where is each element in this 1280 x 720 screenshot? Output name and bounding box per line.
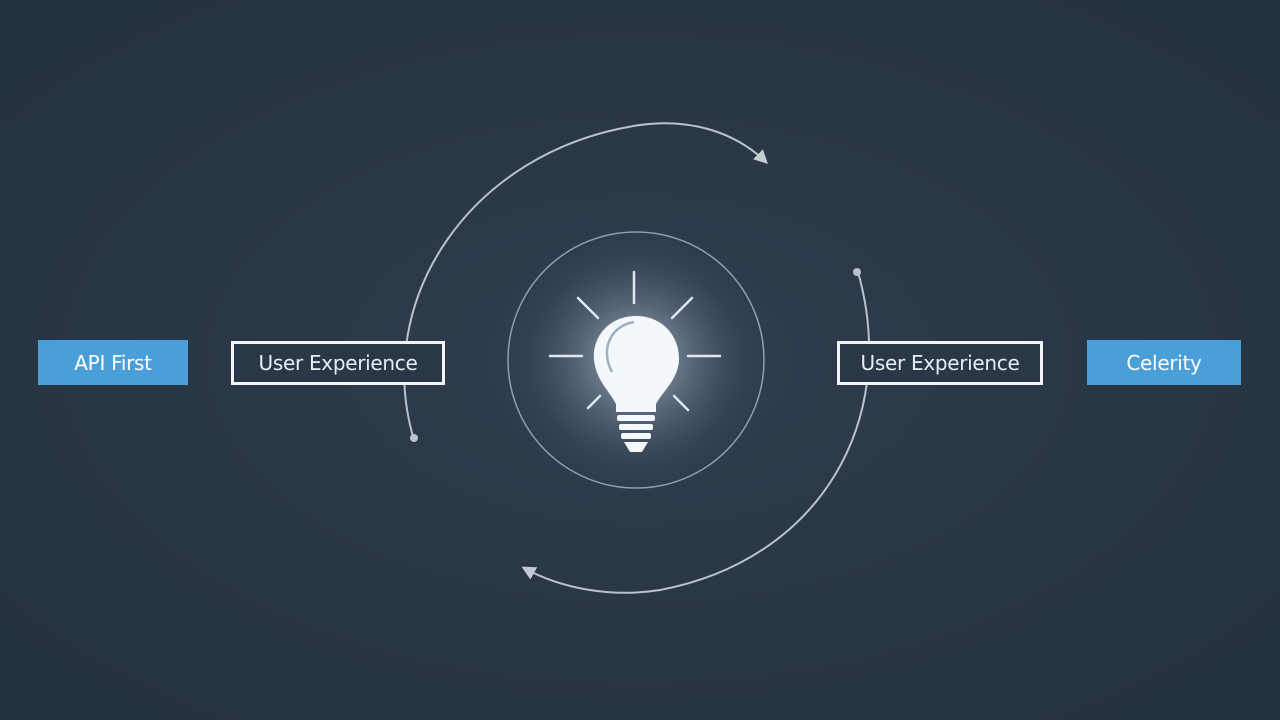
cycle-arrow-top [403,122,769,441]
center-ring [507,231,765,489]
node-celerity: Celerity [1087,340,1241,385]
node-user-experience-right: User Experience [837,341,1043,385]
lightbulb-icon [548,270,722,452]
cycle-arrow-top-tail [410,434,418,442]
node-api-first: API First [38,340,188,385]
node-user-experience-left: User Experience [231,341,445,385]
cycle-arrow-bottom-tail [853,268,861,276]
